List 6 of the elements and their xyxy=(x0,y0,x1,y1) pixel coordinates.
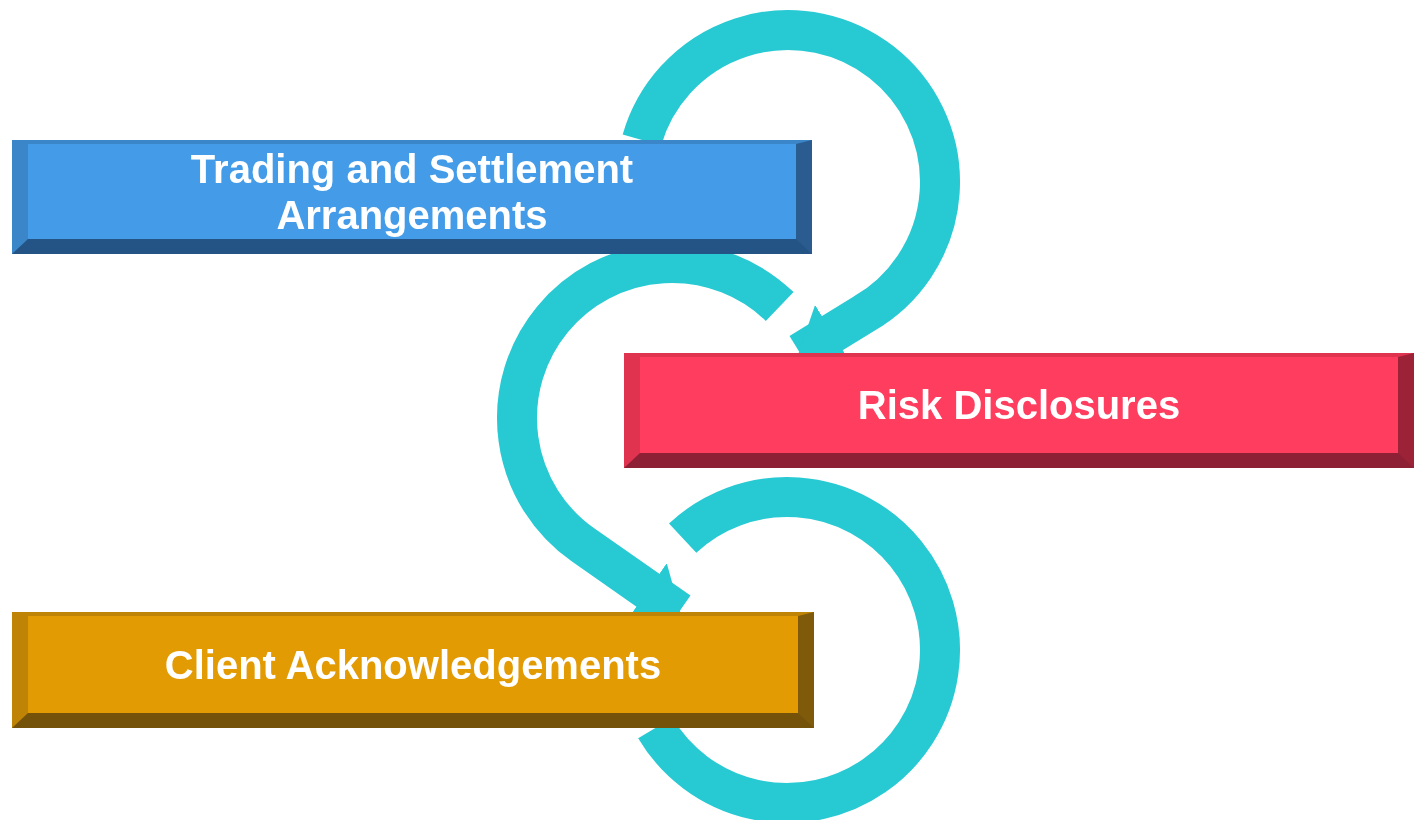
beveled-banner xyxy=(12,140,812,254)
banner-label: Risk Disclosures xyxy=(857,382,1181,428)
beveled-banner xyxy=(624,353,1414,468)
banner-label: Client Acknowledgements xyxy=(164,641,662,688)
banner-label: Trading and Settlement Arrangements xyxy=(189,145,635,238)
beveled-banner xyxy=(12,612,814,728)
